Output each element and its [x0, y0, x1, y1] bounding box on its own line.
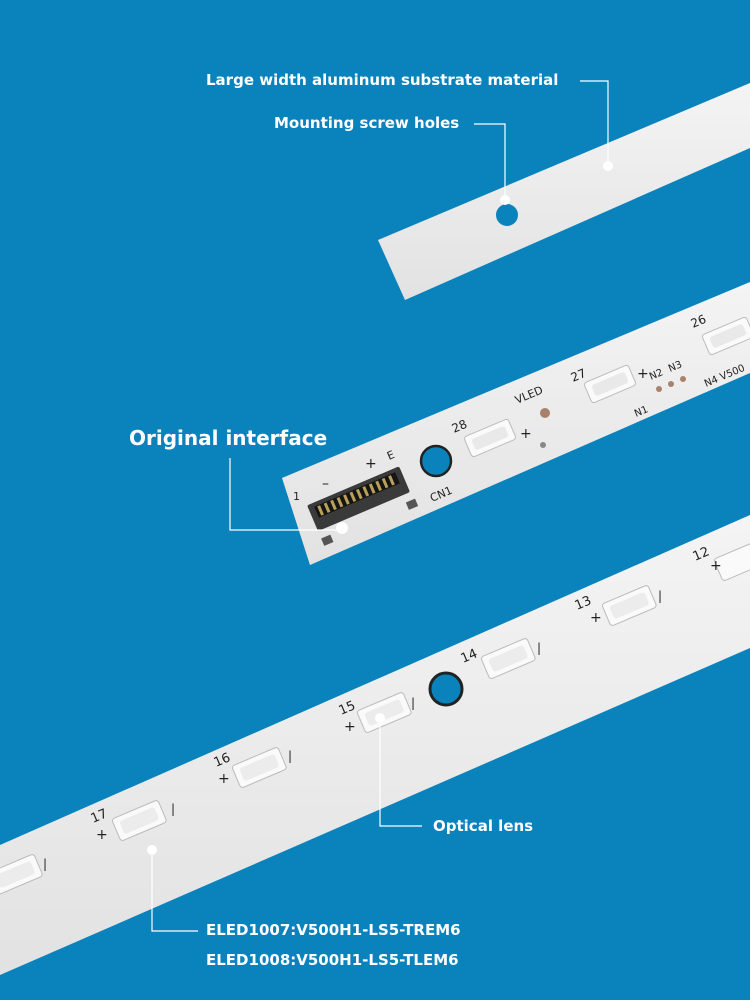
callout-dot-substrate	[603, 161, 613, 171]
led-number: 16	[212, 750, 233, 770]
bar-marking: |	[537, 641, 541, 655]
bar-marking: |	[288, 749, 292, 763]
callout-line-substrate	[580, 80, 609, 166]
plus-marking: +	[96, 827, 108, 843]
minus-marking: –	[322, 476, 329, 492]
callout-model-2: ELED1008:V500H1-LS5-TLEM6	[206, 951, 459, 969]
plus-marking: +	[590, 610, 602, 626]
callout-dot-screw-holes	[500, 195, 510, 205]
n2-marking: N2	[648, 367, 665, 383]
pin1-marking: 1	[293, 490, 300, 503]
callout-line-screw-holes	[474, 123, 506, 200]
mounting-screw-hole	[419, 444, 453, 478]
plus-marking: +	[710, 558, 722, 574]
callout-dot-interface	[336, 522, 348, 534]
led-number: 15	[337, 698, 358, 718]
callout-line-model	[151, 850, 198, 932]
aluminum-strip-top	[378, 83, 750, 300]
n1-marking: N1	[633, 404, 650, 420]
plus-marking: +	[344, 719, 356, 735]
led-strip-middle: 28 27 26 VLED CN1 1 E + – + + N1 N2 N3 N…	[282, 282, 750, 565]
callout-interface: Original interface	[129, 426, 328, 450]
led-number: 26	[689, 312, 709, 331]
callout-dot-model	[147, 845, 157, 855]
callout-line-optical-lens	[379, 718, 422, 827]
mounting-screw-hole	[428, 671, 464, 707]
callout-optical-lens: Optical lens	[433, 817, 534, 835]
led-number: 12	[691, 544, 712, 564]
bar-marking: |	[658, 589, 662, 603]
callout-dot-optical-lens	[375, 713, 385, 723]
led-12	[714, 540, 750, 581]
mounting-screw-hole	[496, 204, 518, 226]
led-number: 28	[450, 417, 470, 436]
callout-line-interface	[229, 458, 338, 531]
bar-marking: |	[43, 857, 47, 871]
callout-screw-holes: Mounting screw holes	[274, 114, 460, 132]
led-number: 17	[89, 806, 110, 826]
led-strip-bottom: 17 16 15 14 13 12 + + + + + | | | | | |	[0, 515, 750, 975]
led-number: 27	[569, 366, 589, 385]
n3-marking: N3	[667, 359, 684, 375]
plus-marking: +	[637, 366, 649, 382]
led-number: 14	[459, 646, 480, 666]
plus-marking: +	[520, 426, 532, 442]
plus-marking: +	[218, 771, 230, 787]
callout-substrate: Large width aluminum substrate material	[206, 71, 559, 89]
e-marking: E	[385, 448, 397, 463]
bar-marking: |	[171, 802, 175, 816]
callout-lines	[147, 80, 613, 932]
bar-marking: |	[411, 696, 415, 710]
callout-model-1: ELED1007:V500H1-LS5-TREM6	[206, 921, 461, 939]
plus-marking: +	[365, 456, 377, 472]
led-number: 13	[573, 593, 594, 613]
